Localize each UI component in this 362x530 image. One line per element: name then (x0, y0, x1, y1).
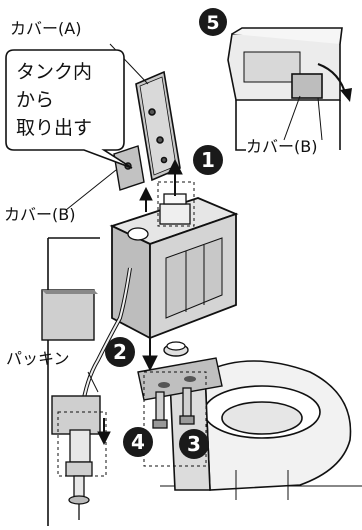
step-badge-1: 1 (193, 145, 223, 175)
bowl-mounting-plate (137, 341, 223, 401)
inset-detail (227, 27, 343, 151)
callout-bubble (5, 49, 133, 169)
shutoff-valve (65, 429, 93, 520)
step-1-number: 1 (201, 148, 215, 172)
label-gasket: パッキン (6, 349, 70, 368)
toilet-bowl (169, 360, 352, 500)
cover-b-small-panel (113, 145, 145, 191)
step-5-number: 5 (206, 12, 219, 34)
callout-line-3: 取り出す (16, 117, 92, 139)
step-badge-4: 4 (123, 427, 153, 457)
callout-line-1: タンク内 (16, 61, 92, 83)
label-cover-b-left: カバー(B) (4, 205, 75, 224)
down-arrow-gasket (97, 418, 111, 446)
label-cover-a: カバー(A) (10, 19, 81, 38)
supply-hose-inner (81, 267, 131, 411)
callout-line-2: から (16, 89, 54, 111)
tank-internals (127, 193, 191, 241)
wall-plate-lower (51, 395, 101, 435)
wall-plate-upper (41, 289, 98, 341)
step-badge-5: 5 (199, 8, 227, 36)
tank-bolts (152, 387, 195, 429)
step-2-number: 2 (113, 340, 127, 364)
cover-a-panel (135, 70, 181, 182)
step-3-number: 3 (187, 432, 201, 456)
label-cover-b-inset: カバー(B) (246, 137, 317, 156)
step-4-number: 4 (131, 430, 145, 454)
step-badge-3: 3 (179, 429, 209, 459)
gasket-dashed-box (57, 411, 107, 477)
rotate-arrow-head (340, 88, 352, 102)
down-arrow-2 (142, 338, 158, 372)
lift-arrows (139, 158, 183, 212)
bolt-area-dashed-box (143, 371, 207, 467)
step-badge-2: 2 (105, 337, 135, 367)
